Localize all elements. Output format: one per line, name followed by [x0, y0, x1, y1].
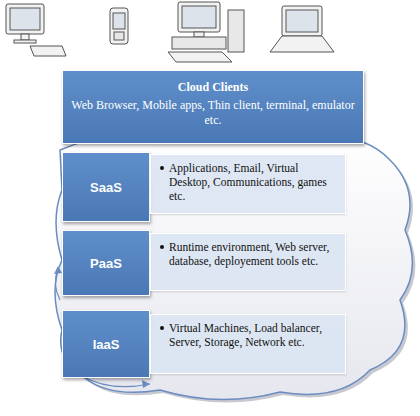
- item-list: Runtime environment, Web server, databas…: [169, 240, 339, 268]
- bullet-dot: [160, 166, 164, 170]
- detail-box: Virtual Machines, Load balancer, Server,…: [150, 314, 346, 374]
- monitor-icon: [6, 4, 66, 56]
- arrow-head: [142, 380, 150, 388]
- bullet-dot: [160, 245, 164, 249]
- detail-box: Applications, Email, Virtual Desktop, Co…: [150, 154, 346, 214]
- phone-icon: [110, 8, 128, 44]
- item-list: Applications, Email, Virtual Desktop, Co…: [169, 161, 339, 203]
- box-body: Web Browser, Mobile apps, Thin client, t…: [69, 98, 357, 128]
- desktop-icon: [168, 2, 244, 62]
- layer-box: PaaS: [62, 230, 150, 296]
- arrow-head: [54, 266, 62, 274]
- layer-box: SaaS: [62, 152, 150, 222]
- text-group: SaaS: [90, 180, 122, 195]
- laptop-icon: [270, 6, 334, 52]
- box-title: IaaS: [93, 337, 120, 352]
- layer-box: IaaS: [62, 310, 150, 378]
- box-title: PaaS: [90, 256, 122, 271]
- text-group: Runtime environment, Web server, databas…: [169, 240, 339, 268]
- bullet-dot: [160, 326, 164, 330]
- item-list: Virtual Machines, Load balancer, Server,…: [169, 321, 339, 349]
- cloud-shape: [55, 130, 412, 399]
- box-title: SaaS: [90, 180, 122, 195]
- text-group: Virtual Machines, Load balancer, Server,…: [169, 321, 339, 349]
- detail-box: Runtime environment, Web server, databas…: [150, 233, 346, 291]
- text-group: Cloud ClientsWeb Browser, Mobile apps, T…: [69, 79, 357, 128]
- box-title: Cloud Clients: [69, 79, 357, 95]
- text-group: Applications, Email, Virtual Desktop, Co…: [169, 161, 339, 203]
- text-group: IaaS: [93, 337, 120, 352]
- client-box: Cloud ClientsWeb Browser, Mobile apps, T…: [62, 70, 364, 144]
- text-group: PaaS: [90, 256, 122, 271]
